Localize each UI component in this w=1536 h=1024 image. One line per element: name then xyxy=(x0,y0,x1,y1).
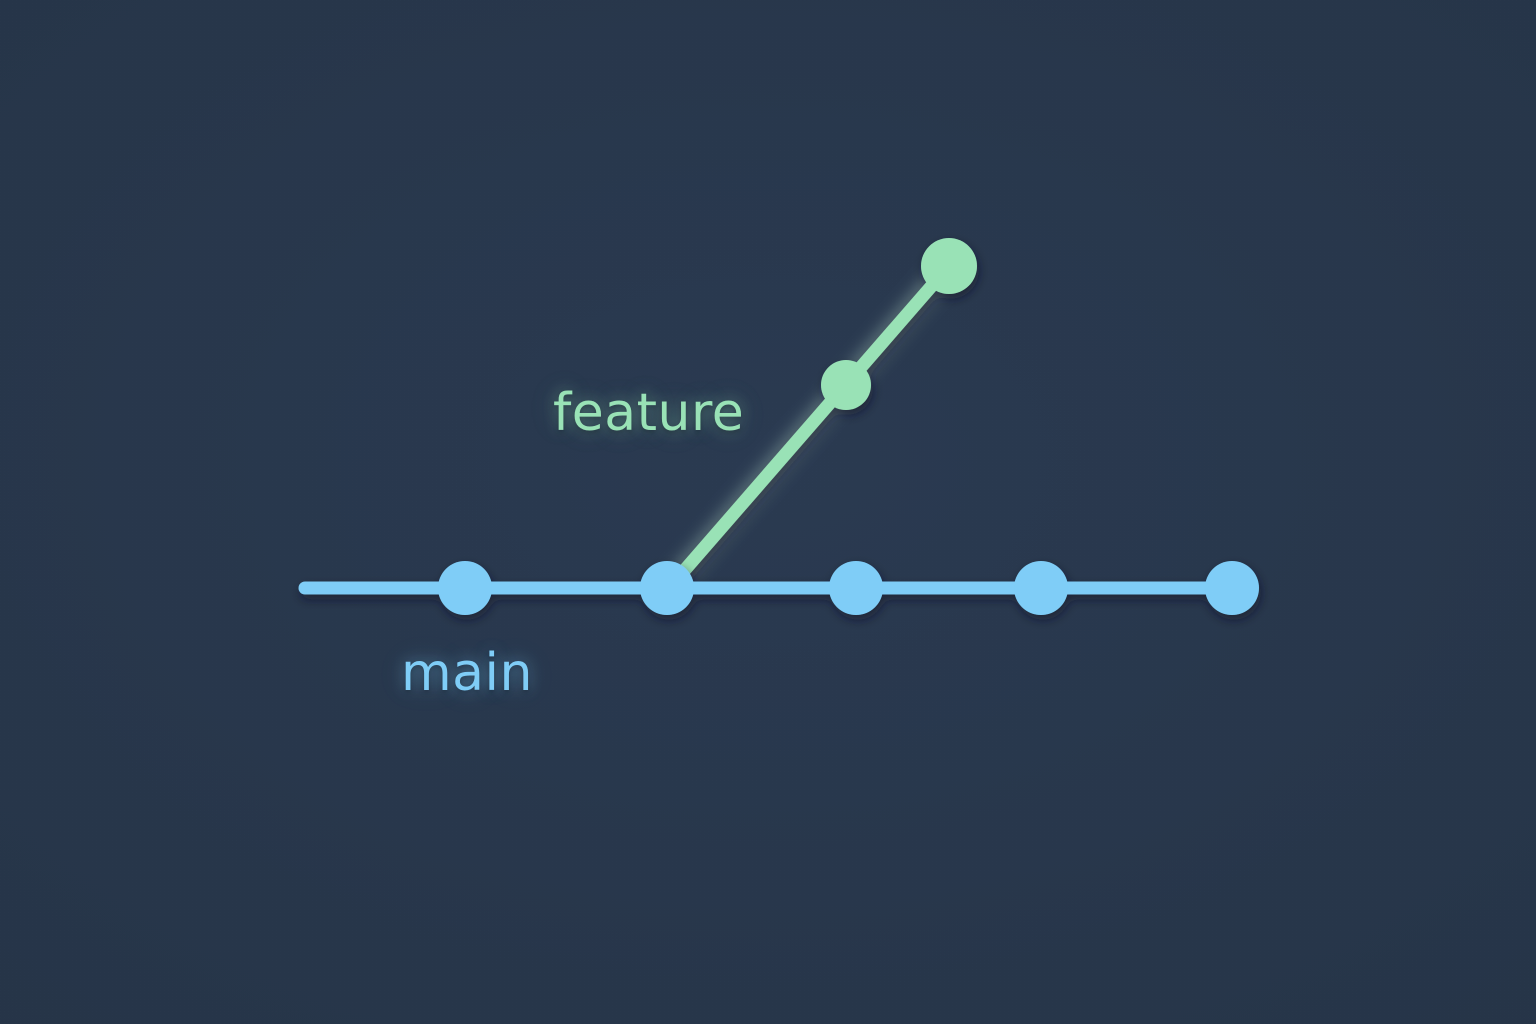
glow-layer xyxy=(298,259,1239,595)
feature-commit-node-1-head[interactable] xyxy=(921,238,977,294)
main-commit-node-0[interactable] xyxy=(438,561,492,615)
main-commit-node-2[interactable] xyxy=(829,561,883,615)
feature-commit-node-0[interactable] xyxy=(821,360,871,410)
main-commit-node-1-branch-point[interactable] xyxy=(640,561,694,615)
main-branch-group xyxy=(298,561,1259,615)
feature-branch-line xyxy=(669,259,956,587)
main-commit-node-4-head[interactable] xyxy=(1205,561,1259,615)
feature-branch-group xyxy=(669,238,977,587)
main-branch-label: main xyxy=(401,643,533,703)
main-commit-node-3[interactable] xyxy=(1014,561,1068,615)
feature-branch-label: feature xyxy=(553,383,745,443)
